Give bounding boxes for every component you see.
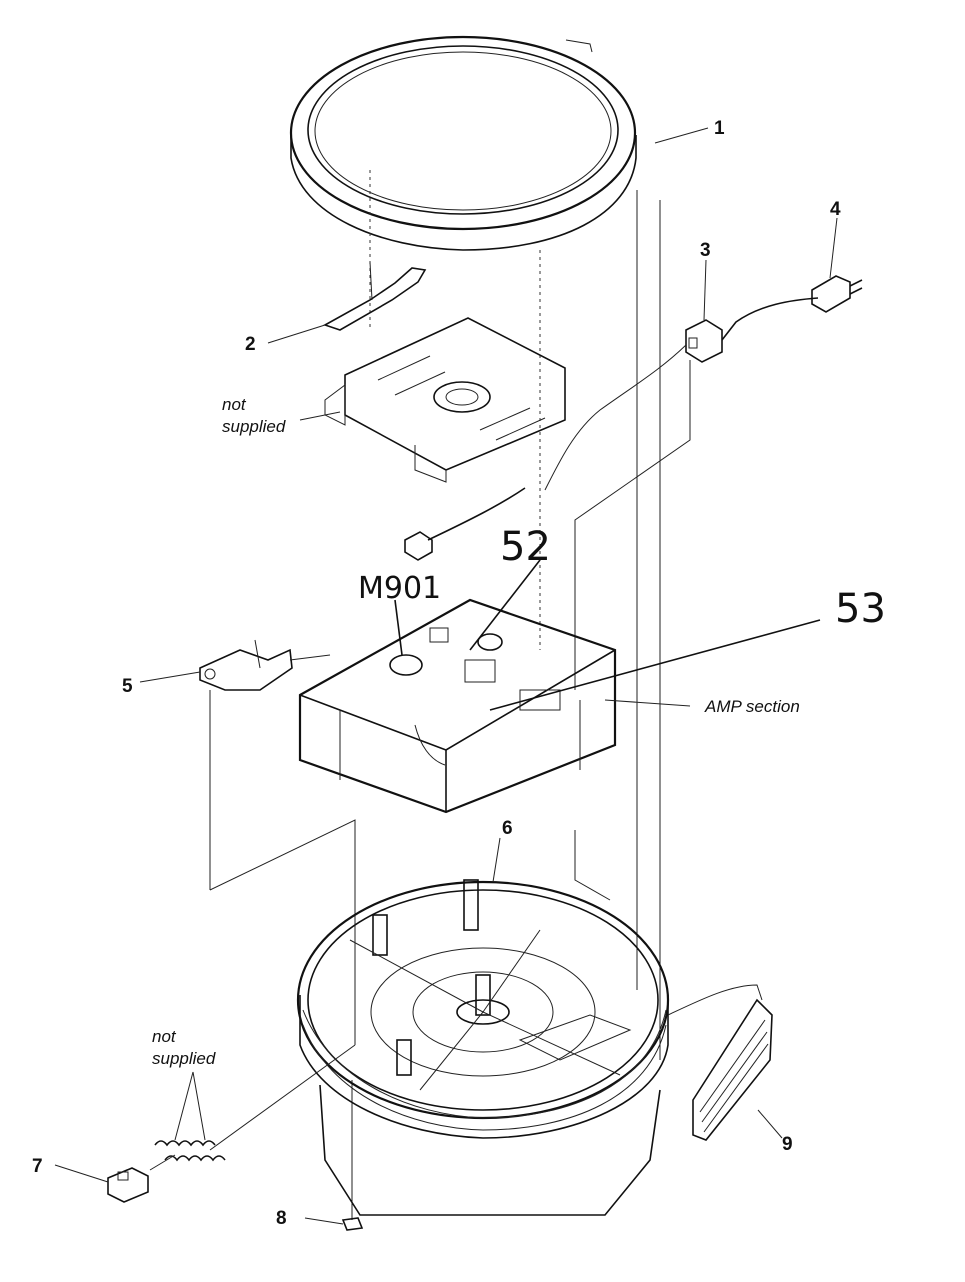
button-part bbox=[107, 1167, 149, 1203]
handwritten-53: 53 bbox=[835, 586, 886, 632]
callout-1: 1 bbox=[714, 118, 725, 139]
internal-cable bbox=[404, 487, 526, 561]
not-supplied-bottom-line2: supplied bbox=[152, 1049, 216, 1068]
callout-5: 5 bbox=[122, 676, 133, 697]
not-supplied-top-line2: supplied bbox=[222, 417, 286, 436]
power-plug-part bbox=[811, 275, 863, 313]
callout-8: 8 bbox=[276, 1208, 287, 1229]
top-ring-part bbox=[289, 35, 637, 251]
bracket-part bbox=[323, 261, 427, 331]
springs-part bbox=[149, 1044, 356, 1171]
not-supplied-top-line1: not bbox=[222, 395, 247, 414]
foot-part bbox=[341, 1217, 364, 1231]
callout-9: 9 bbox=[782, 1134, 793, 1155]
amp-section-block bbox=[298, 598, 617, 814]
callout-4: 4 bbox=[830, 199, 841, 220]
callout-7: 7 bbox=[32, 1156, 43, 1177]
chassis-plate bbox=[324, 317, 566, 483]
callout-3: 3 bbox=[700, 240, 711, 261]
handwritten-52: 52 bbox=[500, 524, 551, 570]
switch-part bbox=[199, 639, 331, 691]
guide-lines bbox=[209, 170, 691, 1220]
leader-lines bbox=[54, 127, 838, 1225]
base-housing-part bbox=[296, 879, 670, 1216]
callout-6: 6 bbox=[502, 818, 513, 839]
not-supplied-bottom-line1: not bbox=[152, 1027, 177, 1046]
handwritten-m901: M901 bbox=[358, 571, 441, 606]
side-panel-part bbox=[667, 984, 773, 1141]
power-connector-part bbox=[544, 297, 819, 491]
callout-2: 2 bbox=[245, 334, 256, 355]
amp-section-label: AMP section bbox=[704, 697, 800, 716]
